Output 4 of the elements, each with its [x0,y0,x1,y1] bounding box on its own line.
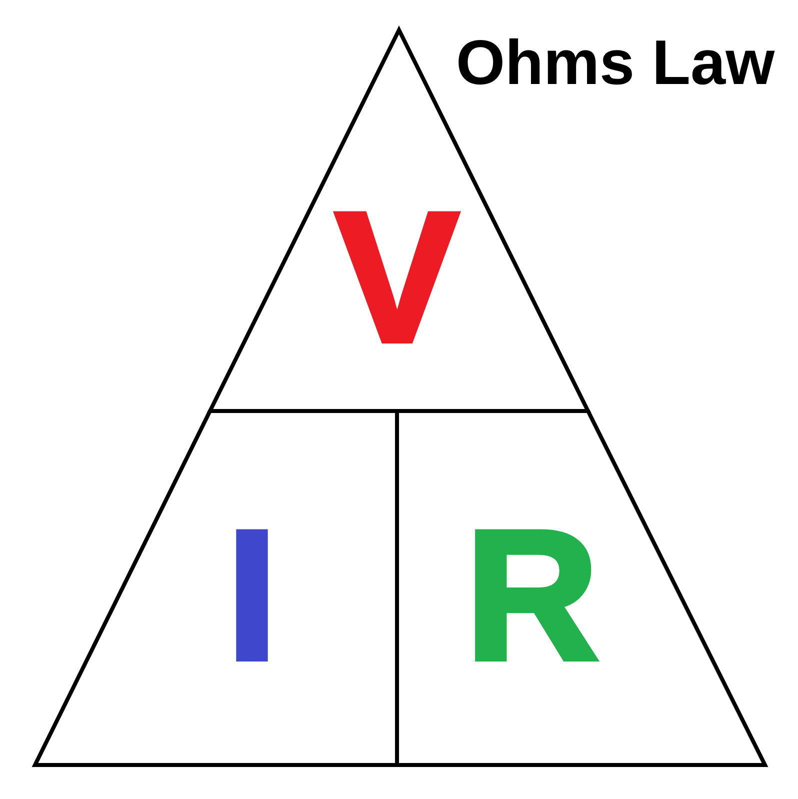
title: Ohms Law [456,32,775,95]
variable-letter: V [335,206,459,350]
variable-letter: R [465,524,599,668]
variable-letter: I [226,524,278,668]
